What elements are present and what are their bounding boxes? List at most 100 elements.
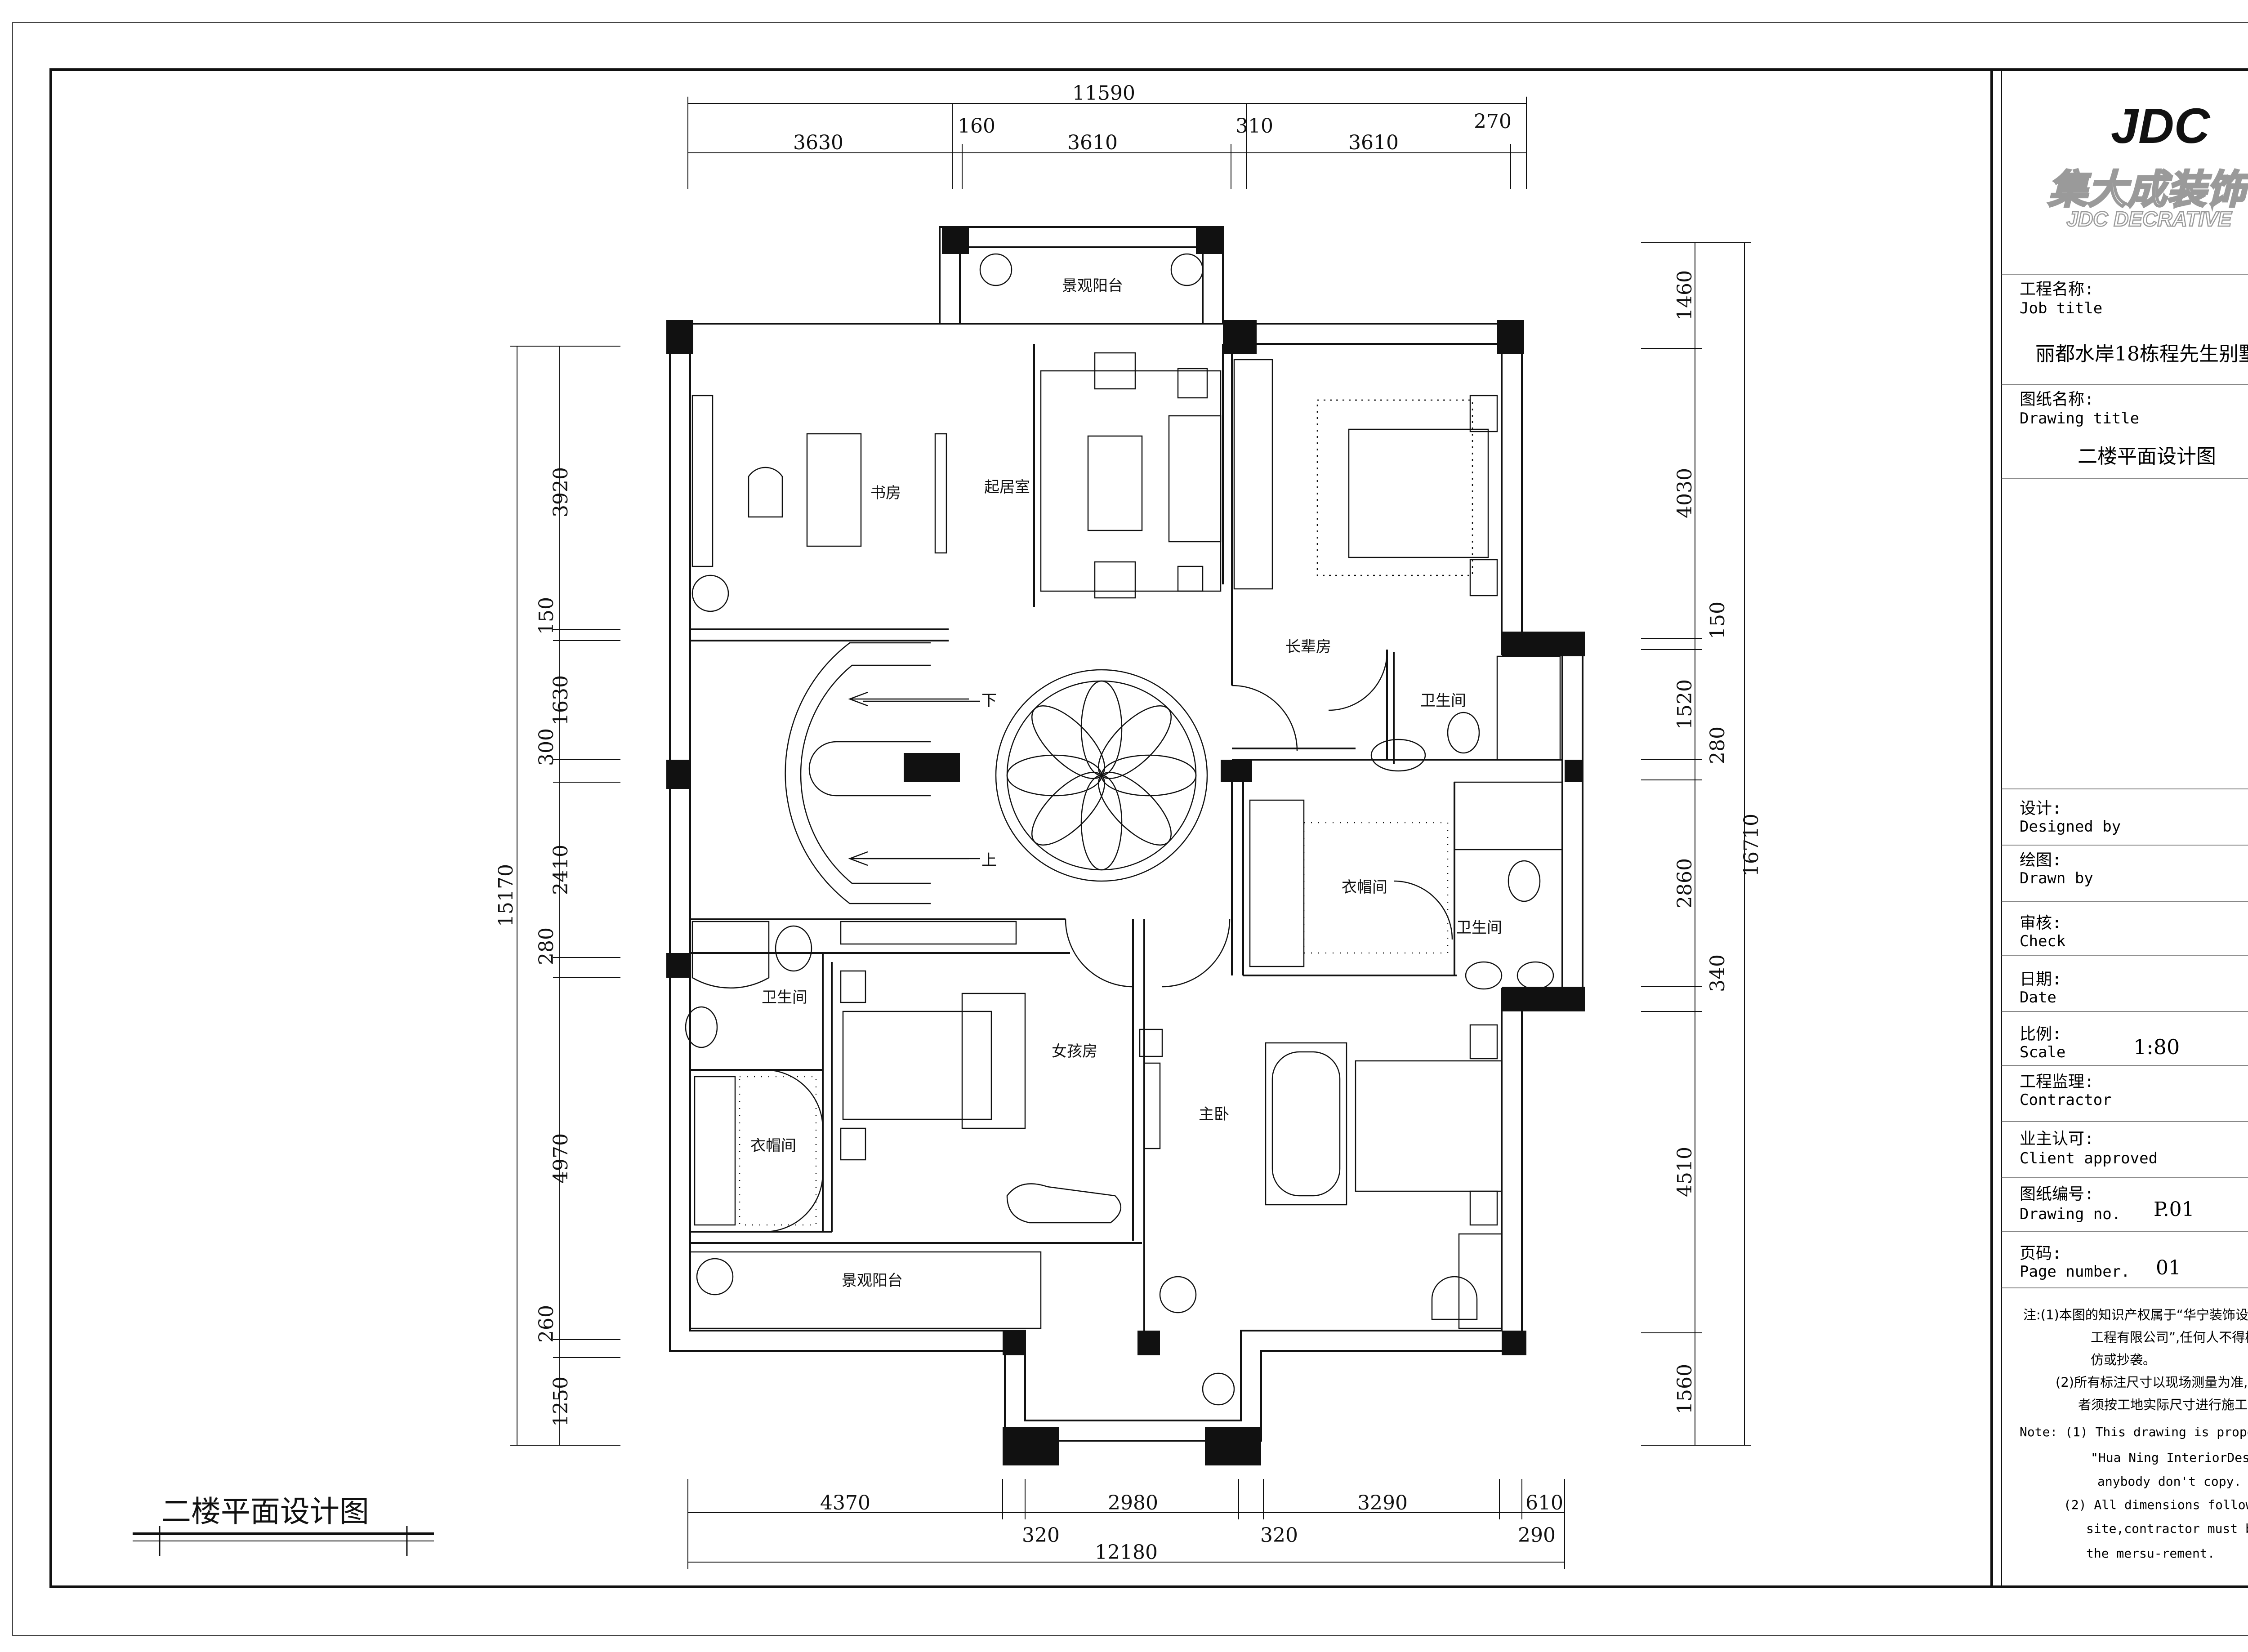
dimension-labels: 11590 3630 160 3610 310 3610 270 3920 15…	[495, 82, 1763, 1564]
dim-top-1: 3630	[793, 131, 843, 154]
shower	[1496, 655, 1561, 761]
dim-right-7: 340	[1706, 954, 1729, 992]
label-down: 下	[981, 692, 997, 710]
dim-right-1: 1460	[1673, 270, 1696, 321]
bottom-balcony	[689, 1251, 1042, 1329]
label-closet-2: 衣帽间	[750, 1137, 796, 1155]
dim-left-4: 300	[535, 728, 558, 766]
plan-title-block: 二楼平面设计图	[133, 1494, 434, 1556]
dim-right-8: 4510	[1673, 1147, 1696, 1197]
drawn-label-en: Drawn by	[2020, 869, 2093, 887]
stair-arrows	[848, 691, 969, 866]
dim-left-5: 2410	[549, 845, 572, 895]
label-living: 起居室	[984, 478, 1030, 496]
room-labels: 景观阳台 书房 起居室 长辈房 卫生间 下 上 衣帽间 卫生间 卫生间 女孩房 …	[750, 277, 1502, 1290]
designed-label-cn: 设计:	[2020, 799, 2062, 818]
closet-1-shelves	[1249, 799, 1305, 967]
page-label-en: Page number.	[2020, 1263, 2130, 1281]
dim-left-6: 280	[535, 927, 558, 965]
dim-top-6: 270	[1474, 110, 1512, 133]
sofa	[1168, 415, 1222, 543]
drawing-no-label-en: Drawing no.	[2020, 1205, 2121, 1223]
logo-company-en: JDC DECRATIVE	[2066, 207, 2232, 231]
elder-bed	[1348, 428, 1489, 558]
dim-left-total: 15170	[495, 864, 517, 927]
drawn-label-cn: 绘图:	[2020, 851, 2062, 869]
note-en-1a: Note: (1) This drawing is property of	[2020, 1425, 2248, 1439]
walls	[669, 226, 1583, 1442]
job-title-label-cn: 工程名称:	[2020, 280, 2094, 298]
closet-2-shelves	[694, 1076, 736, 1226]
dim-bottom-3: 3290	[1357, 1492, 1408, 1514]
dim-right-3: 150	[1706, 601, 1729, 639]
drawing-title-label-en: Drawing title	[2020, 410, 2139, 427]
coffee-table	[1087, 435, 1143, 531]
note-en-2c: the mersu-rement.	[2086, 1546, 2215, 1561]
date-label-cn: 日期:	[2020, 970, 2062, 989]
check-label-cn: 审核:	[2020, 914, 2062, 932]
note-en-2b: site,contractor must be check	[2086, 1521, 2248, 1536]
logo-jdc: JDC	[2111, 98, 2211, 154]
drawing-frame	[49, 68, 2248, 1588]
contractor-label-en: Contractor	[2020, 1091, 2112, 1109]
dim-top-5: 3610	[1348, 131, 1399, 154]
note-cn-1c: 仿或抄袭。	[2091, 1352, 2156, 1367]
logo-company-cn: 集大成装饰	[2047, 166, 2248, 213]
scale-label-en: Scale	[2020, 1043, 2065, 1061]
floor-rosette	[995, 669, 1208, 882]
dim-bottom-7: 290	[1518, 1524, 1556, 1547]
girl-bed	[842, 1011, 992, 1120]
dim-right-2: 4030	[1673, 468, 1696, 518]
scale-label-cn: 比例:	[2020, 1025, 2062, 1043]
scale-value: 1:80	[2133, 1035, 2180, 1059]
label-elder-room: 长辈房	[1285, 638, 1331, 656]
dim-top-total: 11590	[1072, 82, 1135, 105]
dim-bottom-total: 12180	[1095, 1541, 1158, 1564]
spiral-stair	[785, 642, 931, 904]
label-closet-1: 衣帽间	[1342, 878, 1387, 896]
dim-right-6: 2860	[1673, 858, 1696, 908]
master-bed	[1355, 1060, 1503, 1192]
job-title-label-en: Job title	[2020, 299, 2102, 317]
dim-top-3: 3610	[1067, 131, 1118, 154]
label-bath-1: 卫生间	[1420, 692, 1466, 710]
note-cn-2a: (2)所有标注尺寸以现场测量为准,施工	[2056, 1375, 2248, 1390]
dim-left-3: 1630	[549, 675, 572, 726]
drawing-no-value: P.01	[2154, 1198, 2194, 1221]
dim-bottom-6: 320	[1260, 1524, 1298, 1547]
sheet-border	[12, 22, 2248, 1636]
plan-title: 二楼平面设计图	[161, 1494, 369, 1529]
dim-bottom-5: 320	[1022, 1524, 1060, 1547]
dim-left-1: 3920	[549, 467, 572, 517]
label-balcony-top: 景观阳台	[1062, 277, 1123, 295]
dim-left-8: 260	[535, 1305, 558, 1343]
bathtub	[1265, 1042, 1347, 1206]
job-title-value: 丽都水岸18栋程先生别墅	[2035, 343, 2248, 365]
note-cn-1a: 注:(1)本图的知识产权属于“华宁装饰设计	[2023, 1307, 2248, 1322]
label-up: 上	[981, 851, 997, 869]
furniture	[685, 253, 1563, 1406]
client-label-cn: 业主认可:	[2020, 1130, 2094, 1148]
dim-right-9: 1560	[1673, 1364, 1696, 1414]
dimension-lines	[510, 97, 1751, 1569]
dim-bottom-2: 2980	[1108, 1492, 1158, 1514]
plant	[691, 574, 729, 612]
label-balcony-bottom: 景观阳台	[842, 1272, 903, 1290]
check-label-en: Check	[2020, 932, 2065, 950]
toilet	[1447, 712, 1480, 754]
dim-left-9: 1250	[549, 1376, 572, 1427]
drawing-title-label-cn: 图纸名称:	[2020, 390, 2094, 409]
client-label-en: Client approved	[2020, 1149, 2158, 1167]
designed-label-en: Designed by	[2020, 818, 2121, 836]
date-label-en: Date	[2020, 989, 2056, 1006]
dim-bottom-4: 610	[1525, 1492, 1563, 1514]
notes: 注:(1)本图的知识产权属于“华宁装饰设计 工程有限公司”,任何人不得模 仿或抄…	[2020, 1307, 2248, 1561]
drawing-title-value: 二楼平面设计图	[2078, 445, 2216, 468]
note-cn-1b: 工程有限公司”,任何人不得模	[2091, 1330, 2248, 1345]
dim-bottom-1: 4370	[820, 1492, 870, 1514]
study-desk	[806, 433, 862, 547]
company-logo: JDC 集大成装饰 JDC DECRATIVE	[2047, 98, 2248, 231]
label-girl-room: 女孩房	[1052, 1042, 1097, 1060]
dim-right-4: 1520	[1673, 679, 1696, 730]
